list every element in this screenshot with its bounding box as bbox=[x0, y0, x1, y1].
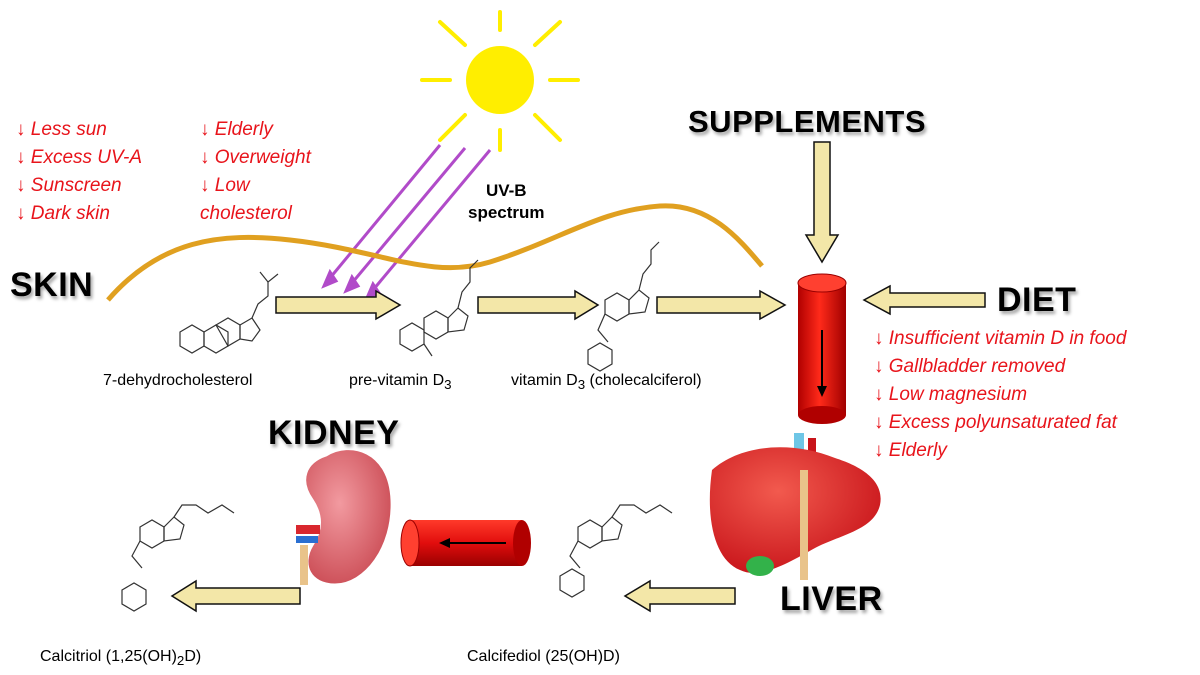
uvb-line2: spectrum bbox=[468, 203, 545, 222]
label-calcitriol-subscript: 2 bbox=[176, 653, 185, 669]
uvb-line1: UV-B bbox=[485, 181, 527, 200]
skin-factor: ↓ Elderly bbox=[200, 119, 273, 140]
arrow-supplements-to-vessel bbox=[804, 141, 840, 264]
skin-factor: ↓ Excess UV-A bbox=[16, 147, 142, 168]
arrow-previtd3-to-vitd3 bbox=[477, 289, 600, 321]
label-vitamin-d3: vitamin D3 (cholecalciferol) bbox=[511, 372, 702, 392]
label-calcitriol-tail: D) bbox=[184, 648, 202, 665]
skin-factor: ↓ Dark skin bbox=[16, 203, 110, 224]
liver-icon bbox=[709, 433, 881, 580]
molecule-calcifediol bbox=[559, 504, 673, 598]
diet-factor: ↓ Elderly bbox=[874, 440, 947, 461]
skin-factors-column-2: ↓ Elderly ↓ Overweight ↓ Low cholesterol bbox=[200, 116, 311, 228]
molecule-pre-vitamin-d3 bbox=[399, 259, 479, 357]
skin-factor: ↓ Sunscreen bbox=[16, 175, 122, 196]
label-vitamin-d3-tail: (cholecalciferol) bbox=[585, 372, 702, 389]
liver-label: LIVER bbox=[780, 580, 883, 618]
label-pre-vitamin-d3-subscript: 3 bbox=[444, 377, 452, 393]
diet-label: DIET bbox=[997, 281, 1077, 319]
diet-factor: ↓ Low magnesium bbox=[874, 384, 1028, 405]
skin-factor: cholesterol bbox=[200, 203, 292, 224]
blood-vessel-horizontal bbox=[400, 519, 531, 567]
label-pre-vitamin-d3-main: pre-vitamin D bbox=[349, 372, 445, 389]
blood-vessel-vertical bbox=[797, 273, 847, 424]
label-calcitriol: Calcitriol (1,25(OH)2D) bbox=[40, 648, 201, 668]
arrow-kidney-to-calcitriol bbox=[170, 579, 301, 613]
molecule-vitamin-d3 bbox=[587, 241, 660, 372]
skin-label: SKIN bbox=[10, 266, 94, 304]
skin-surface-line bbox=[106, 203, 764, 302]
label-vitamin-d3-main: vitamin D bbox=[511, 372, 578, 389]
label-7-dehydrocholesterol: 7-dehydrocholesterol bbox=[103, 372, 253, 389]
kidney-icon bbox=[296, 447, 394, 587]
arrow-vitd3-to-vessel bbox=[656, 289, 787, 321]
sun-icon bbox=[420, 10, 580, 152]
uvb-spectrum-label: UV-B spectrum bbox=[468, 180, 545, 224]
skin-factor: ↓ Less sun bbox=[16, 119, 107, 140]
molecule-7-dehydrocholesterol bbox=[179, 271, 279, 354]
label-calcifediol: Calcifediol (25(OH)D) bbox=[467, 648, 620, 665]
label-calcitriol-main: Calcitriol (1,25(OH) bbox=[40, 648, 177, 665]
diet-factor: ↓ Insufficient vitamin D in food bbox=[874, 328, 1127, 349]
arrow-diet-to-vessel bbox=[862, 284, 986, 316]
skin-factor: ↓ Low bbox=[200, 175, 250, 196]
supplements-label: SUPPLEMENTS bbox=[688, 104, 927, 139]
diet-factors-list: ↓ Insufficient vitamin D in food ↓ Gallb… bbox=[874, 325, 1126, 465]
diet-factor: ↓ Gallbladder removed bbox=[874, 356, 1066, 377]
arrow-liver-to-calcifediol bbox=[623, 579, 736, 613]
uv-rays bbox=[321, 144, 492, 301]
kidney-label: KIDNEY bbox=[268, 414, 400, 452]
label-pre-vitamin-d3: pre-vitamin D3 bbox=[349, 372, 452, 392]
skin-factors-column-1: ↓ Less sun ↓ Excess UV-A ↓ Sunscreen ↓ D… bbox=[16, 116, 142, 228]
molecule-calcitriol bbox=[121, 504, 235, 612]
label-vitamin-d3-subscript: 3 bbox=[577, 377, 586, 393]
diet-factor: ↓ Excess polyunsaturated fat bbox=[874, 412, 1117, 433]
skin-factor: ↓ Overweight bbox=[200, 147, 311, 168]
arrow-7dhc-to-previtd3 bbox=[275, 289, 402, 321]
